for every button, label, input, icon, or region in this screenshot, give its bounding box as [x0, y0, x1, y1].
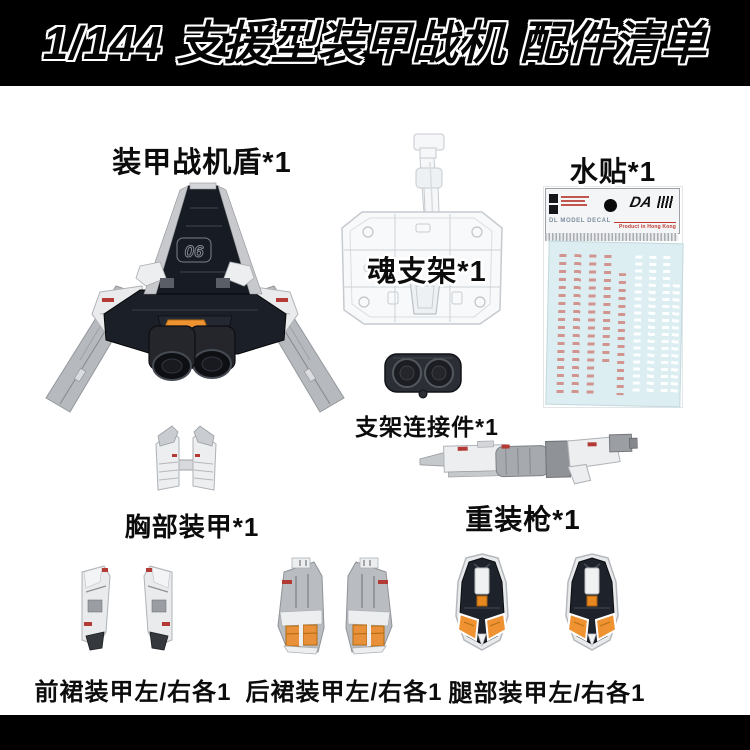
stand-photo: [341, 133, 503, 325]
front-skirt-photo: [81, 565, 173, 651]
connector-photo: [384, 353, 462, 399]
decal-fineprint-bar: [561, 200, 585, 202]
chest-label: 胸部装甲*1: [124, 512, 260, 542]
leg-armor-left: [455, 553, 509, 651]
shield-label: 装甲战机盾*1: [112, 147, 292, 179]
footer-bar: [0, 715, 750, 750]
decal-photo: DA DL MODEL DECAL Product in Hong Kong: [543, 186, 684, 408]
shield-thrusters: [148, 325, 236, 381]
header-banner: 1/144 支援型装甲战机 配件清单: [0, 0, 750, 86]
decal-marks: [632, 255, 643, 396]
rear-skirt-left: [277, 557, 325, 655]
decal-label: 水贴*1: [569, 156, 657, 187]
decal-bag-seal: [545, 233, 678, 241]
decal-marks: [646, 255, 657, 396]
leg-armor-photo: [455, 553, 619, 651]
decal-qr-icon: [549, 194, 558, 203]
decal-logo-stripes-icon: [656, 196, 675, 208]
shield-marking-06: 06: [185, 242, 204, 261]
shield-photo: 06: [45, 182, 345, 413]
front-skirt-left: [81, 565, 111, 651]
decal-marks: [586, 254, 597, 395]
rear-skirt-label: 后裙装甲左/右各1: [245, 679, 443, 706]
decal-marks: [616, 273, 627, 396]
heavy-gun-photo: [419, 433, 639, 485]
leg-label: 腿部装甲左/右各1: [448, 680, 646, 707]
stand-label: 魂支架*1: [367, 256, 487, 288]
page-title: 1/144 支援型装甲战机 配件清单: [42, 17, 708, 69]
decal-brand-logo: DA: [628, 194, 654, 211]
decal-brand-line: DL MODEL DECAL: [549, 218, 611, 224]
gun-mid-block: [545, 440, 571, 479]
gun-grip: [567, 463, 592, 485]
decal-marks: [556, 253, 567, 394]
decal-fineprint-bar: [561, 204, 587, 206]
decal-qr-icon: [549, 205, 558, 214]
decal-hang-hole: [604, 199, 617, 212]
decal-sheet: [545, 240, 684, 408]
decal-fineprint-bar: [561, 196, 589, 198]
gun-muzzle: [419, 451, 447, 467]
decal-marks: [571, 254, 582, 395]
front-skirt-right: [143, 565, 173, 651]
decal-origin-line: Product in Hong Kong: [614, 222, 676, 230]
chest-armor-photo: [155, 425, 217, 491]
chest-right-piece: [192, 425, 217, 491]
gun-label: 重装枪*1: [465, 504, 581, 535]
decal-marks: [670, 284, 680, 397]
decal-header-card: DA DL MODEL DECAL Product in Hong Kong: [545, 188, 680, 234]
gun-stock: [608, 433, 633, 453]
connector-label: 支架连接件*1: [355, 414, 499, 440]
decal-marks: [602, 254, 612, 365]
shield-clamps: [135, 261, 255, 288]
decal-marks: [660, 256, 671, 397]
gun-tank: [495, 445, 549, 478]
stand-base-plate: [341, 211, 503, 325]
chest-left-piece: [155, 425, 180, 491]
leg-armor-right: [565, 553, 619, 651]
rear-skirt-photo: [277, 557, 393, 655]
front-skirt-label: 前裙装甲左/右各1: [34, 679, 232, 706]
gun-rear-body: [566, 436, 621, 470]
rear-skirt-right: [345, 557, 393, 655]
